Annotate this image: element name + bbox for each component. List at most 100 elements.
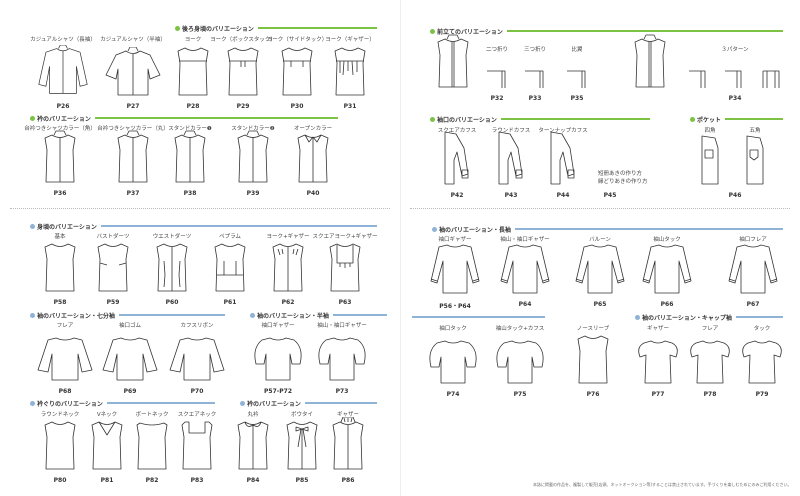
- garment-illustration-yoke-box[interactable]: [225, 45, 261, 97]
- garment-illustration-yoke[interactable]: [175, 45, 211, 97]
- page-number[interactable]: P70: [190, 388, 204, 395]
- page-number[interactable]: P34: [728, 95, 742, 102]
- garment-illustration-placket[interactable]: [115, 130, 151, 184]
- page-number[interactable]: P59: [106, 299, 120, 306]
- garment-illustration-detail3[interactable]: [687, 67, 783, 89]
- page-number[interactable]: P46: [728, 192, 742, 199]
- garment-illustration-puff[interactable]: [494, 337, 546, 385]
- page-number[interactable]: P68: [58, 388, 72, 395]
- page-number[interactable]: P75: [513, 391, 527, 398]
- garment-illustration-puff[interactable]: [427, 337, 479, 385]
- garment-illustration-bust-dart[interactable]: [95, 241, 131, 293]
- page-number[interactable]: P62: [281, 299, 295, 306]
- page-number[interactable]: P77: [651, 391, 665, 398]
- page-number[interactable]: P44: [556, 192, 570, 199]
- page-number[interactable]: P56・P64: [439, 303, 471, 310]
- page-number[interactable]: P40: [306, 190, 320, 197]
- page-number[interactable]: P36: [53, 190, 67, 197]
- page-number[interactable]: P43: [504, 192, 518, 199]
- garment-illustration-long-sleeve[interactable]: [497, 241, 553, 295]
- page-number[interactable]: P69: [123, 388, 137, 395]
- garment-illustration-long-sleeve[interactable]: [572, 241, 628, 295]
- garment-illustration-arm[interactable]: [548, 130, 578, 186]
- garment-illustration-long-sleeve[interactable]: [427, 241, 483, 295]
- garment-illustration-open-collar[interactable]: [295, 130, 331, 184]
- page-number[interactable]: P57-P72: [264, 388, 292, 395]
- page-number[interactable]: P64: [518, 301, 532, 308]
- garment-illustration-cap[interactable]: [740, 337, 784, 385]
- garment-illustration-yoke-gather[interactable]: [332, 45, 368, 97]
- garment-illustration-shirt-short[interactable]: [104, 47, 162, 97]
- garment-illustration-placket[interactable]: [235, 130, 271, 184]
- page-number[interactable]: P32: [490, 95, 504, 102]
- page-number[interactable]: P29: [236, 103, 250, 110]
- garment-illustration-detail[interactable]: [523, 67, 547, 89]
- garment-illustration-detail[interactable]: [565, 67, 589, 89]
- page-number[interactable]: P61: [223, 299, 237, 306]
- garment-illustration-front-placket[interactable]: [435, 33, 471, 89]
- garment-illustration-peplum[interactable]: [212, 241, 248, 293]
- page-number[interactable]: P82: [145, 477, 159, 484]
- page-number[interactable]: P84: [246, 477, 260, 484]
- page-number[interactable]: P83: [190, 477, 204, 484]
- garment-illustration-sleeveless[interactable]: [575, 333, 611, 385]
- garment-illustration-yoke-side[interactable]: [279, 45, 315, 97]
- page-number[interactable]: P66: [660, 301, 674, 308]
- garment-illustration-placket[interactable]: [42, 130, 78, 184]
- page-number[interactable]: P30: [290, 103, 304, 110]
- garment-illustration-three-quarter[interactable]: [34, 334, 96, 382]
- page-number[interactable]: P79: [755, 391, 769, 398]
- garment-illustration-placket[interactable]: [172, 130, 208, 184]
- garment-illustration-puff[interactable]: [316, 334, 368, 382]
- garment-illustration-pocket-pent[interactable]: [744, 134, 766, 186]
- page-number[interactable]: P73: [335, 388, 349, 395]
- page-number[interactable]: P60: [165, 299, 179, 306]
- page-number[interactable]: P37: [126, 190, 140, 197]
- garment-illustration-sleeveless[interactable]: [42, 241, 78, 293]
- garment-illustration-gather-collar[interactable]: [330, 417, 366, 471]
- garment-illustration-pocket-square[interactable]: [699, 134, 721, 186]
- garment-illustration-three-quarter[interactable]: [166, 334, 228, 382]
- garment-illustration-front-placket[interactable]: [632, 33, 668, 89]
- garment-illustration-arm[interactable]: [496, 130, 526, 186]
- garment-illustration-arm[interactable]: [442, 130, 472, 186]
- garment-illustration-square-neck[interactable]: [179, 419, 215, 471]
- page-number[interactable]: P78: [703, 391, 717, 398]
- garment-illustration-cap[interactable]: [688, 337, 732, 385]
- page-number[interactable]: P85: [295, 477, 309, 484]
- garment-illustration-long-sleeve[interactable]: [639, 241, 695, 295]
- garment-illustration-round-collar[interactable]: [235, 417, 271, 471]
- page-number[interactable]: P35: [570, 95, 584, 102]
- garment-illustration-square-yoke[interactable]: [327, 241, 363, 293]
- page-number[interactable]: P27: [126, 103, 140, 110]
- garment-illustration-shirt-long[interactable]: [35, 45, 91, 97]
- page-number[interactable]: P63: [338, 299, 352, 306]
- page-number[interactable]: P65: [593, 301, 607, 308]
- garment-illustration-detail[interactable]: [485, 67, 509, 89]
- garment-illustration-sleeveless[interactable]: [42, 419, 78, 471]
- page-number[interactable]: P76: [586, 391, 600, 398]
- page-number[interactable]: P42: [450, 192, 464, 199]
- garment-illustration-three-quarter[interactable]: [99, 334, 161, 382]
- garment-illustration-yoke-gather-front[interactable]: [270, 241, 306, 293]
- garment-illustration-waist-dart[interactable]: [154, 241, 190, 293]
- page-number[interactable]: P39: [246, 190, 260, 197]
- garment-illustration-boat-neck[interactable]: [134, 419, 170, 471]
- garment-illustration-long-sleeve[interactable]: [725, 241, 781, 295]
- garment-illustration-v-neck[interactable]: [89, 419, 125, 471]
- page-number[interactable]: P28: [186, 103, 200, 110]
- garment-illustration-bowtie[interactable]: [284, 417, 320, 471]
- page-number[interactable]: P38: [183, 190, 197, 197]
- garment-illustration-puff[interactable]: [252, 334, 304, 382]
- page-number[interactable]: P67: [746, 301, 760, 308]
- garment-illustration-cap[interactable]: [636, 337, 680, 385]
- page-number[interactable]: P31: [343, 103, 357, 110]
- page-number[interactable]: P74: [446, 391, 460, 398]
- page-number[interactable]: P80: [53, 477, 67, 484]
- page-number[interactable]: P86: [341, 477, 355, 484]
- page-number[interactable]: P33: [528, 95, 542, 102]
- page-number[interactable]: P58: [53, 299, 67, 306]
- page-number[interactable]: P26: [56, 103, 70, 110]
- page-number[interactable]: P81: [100, 477, 114, 484]
- page-number[interactable]: P45: [603, 192, 617, 199]
